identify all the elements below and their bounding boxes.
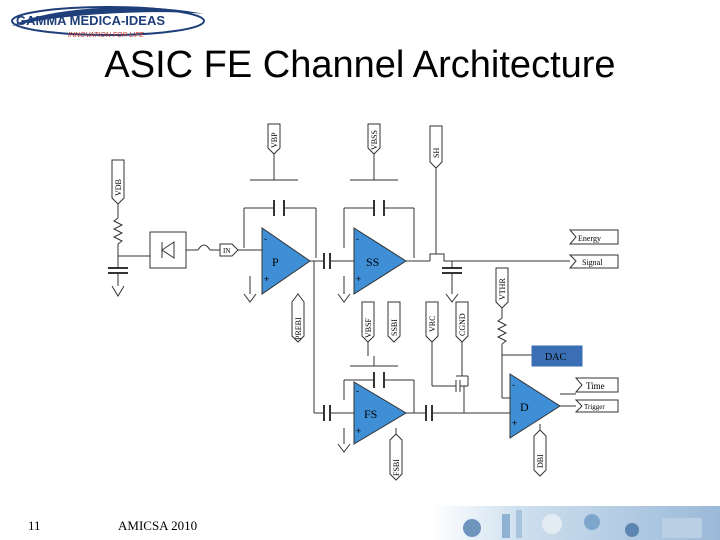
shaper-plus: +	[356, 274, 361, 284]
shaper-ss: VBSS SS - +	[330, 123, 570, 303]
time-label: Time	[586, 381, 605, 391]
logo-ellipse	[11, 6, 205, 36]
fast-shaper-plus: +	[356, 426, 361, 436]
company-logo: GAMMA MEDICA-IDEAS INNOVATION FOR LIFE	[11, 6, 205, 39]
dac-label: DAC	[545, 352, 566, 363]
logo-tagline: INNOVATION FOR LIFE	[68, 32, 144, 39]
input-pin-label: IN	[223, 247, 230, 255]
preamp-label: P	[272, 255, 279, 269]
discriminator-label: D	[520, 400, 529, 414]
prebi-label: PREBI	[294, 317, 303, 340]
shaper-label: SS	[366, 255, 379, 269]
channel-schematic: VDB IN VBP P - +	[108, 123, 619, 481]
page-title: ASIC FE Channel Architecture	[104, 44, 616, 86]
sh-pin: SH	[429, 125, 443, 254]
footer-decorative-image	[432, 506, 720, 540]
vrc-label: VRC	[428, 316, 437, 332]
preamp-plus: +	[264, 274, 269, 284]
vbss-label: VBSS	[370, 130, 379, 150]
logo-swoosh	[12, 7, 204, 26]
trigger-label: Trigger	[584, 403, 605, 411]
slide-number: 11	[28, 518, 41, 533]
vdb-resistor	[112, 217, 124, 245]
threshold-dac: VTHR DAC	[495, 267, 583, 399]
logo-company-name: GAMMA MEDICA-IDEAS	[16, 13, 165, 28]
fsbi-label: FSBI	[392, 459, 401, 476]
fast-shaper-triangle	[353, 381, 407, 445]
fast-shaper-fs: FS - + FSBI	[323, 356, 512, 481]
preamp-triangle	[261, 227, 311, 295]
vdb-section: VDB	[108, 159, 150, 297]
fast-shaper-minus: -	[356, 386, 359, 396]
fast-shaper-label: FS	[364, 407, 377, 421]
cgnd-label: CGND	[458, 313, 467, 336]
ssbi-label: SSBI	[390, 319, 399, 336]
vthr-label: VTHR	[498, 278, 507, 300]
dac-box	[531, 345, 583, 367]
vthr-resistor	[496, 317, 508, 345]
output-ports: Energy Signal	[568, 229, 619, 269]
energy-label: Energy	[578, 234, 601, 243]
vbp-label: VBP	[270, 132, 279, 148]
vbsf-label: VBSF	[364, 317, 373, 338]
preamp-p: VBP P - + PREBI	[243, 123, 331, 414]
discriminator-minus: -	[512, 380, 515, 390]
vdb-label: VDB	[114, 179, 123, 196]
discriminator-plus: +	[512, 418, 517, 428]
dbi-label: DBI	[536, 454, 545, 468]
reset-transistor	[455, 375, 469, 413]
shaper-triangle	[353, 227, 407, 295]
shaper-minus: -	[356, 234, 359, 244]
bias-pins: VBSF SSBI VRC CGND	[361, 301, 469, 387]
footer-conference: AMICSA 2010	[118, 518, 198, 533]
output-cap	[442, 261, 462, 303]
discriminator-d: D - + Time Trigger DBI	[509, 373, 619, 477]
preamp-minus: -	[264, 234, 267, 244]
signal-label: Signal	[582, 258, 603, 267]
sh-label: SH	[432, 148, 441, 158]
detector: IN	[149, 231, 262, 269]
discriminator-triangle	[509, 373, 561, 439]
